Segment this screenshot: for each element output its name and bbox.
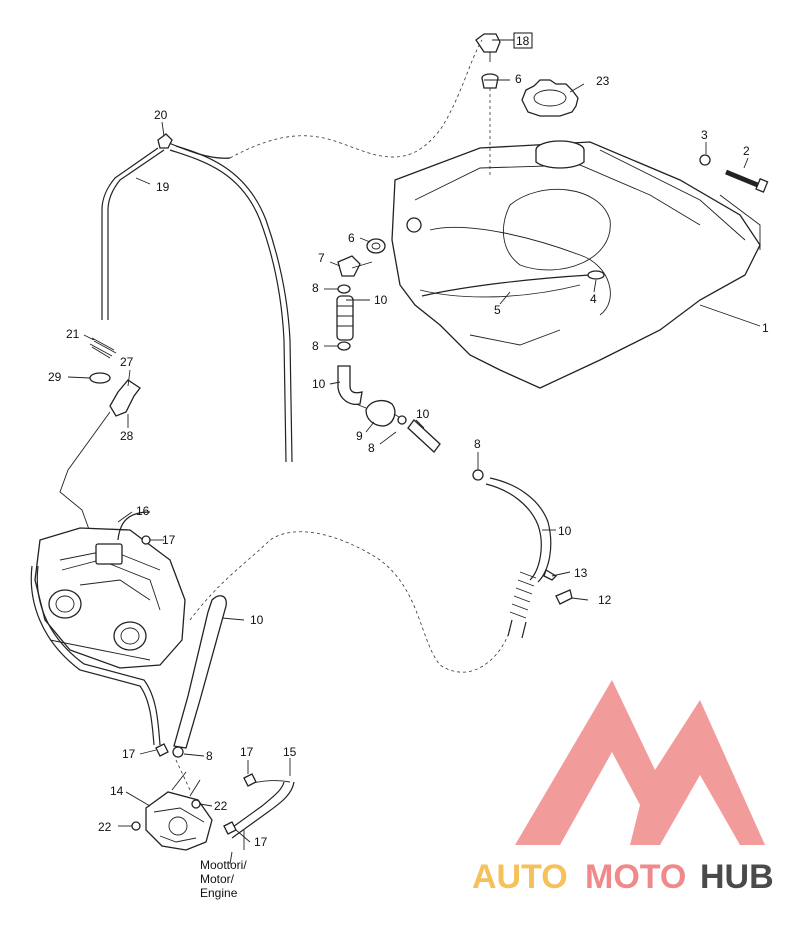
- label-6-left: 6: [348, 231, 355, 245]
- label-14: 14: [110, 784, 124, 798]
- grommet-icon: [366, 238, 386, 254]
- label-8-d: 8: [474, 437, 481, 451]
- bolt-icon: [725, 169, 769, 193]
- watermark-text: AUTO MOTO HUB: [472, 858, 774, 896]
- elbow-fitting-icon: [337, 255, 373, 277]
- label-17-b: 17: [122, 747, 136, 761]
- label-17-d: 17: [254, 835, 268, 849]
- label-17-c: 17: [240, 745, 254, 759]
- engine-note-line-1: Moottori/: [200, 858, 247, 872]
- vent-tube: [101, 139, 293, 463]
- clip-icon-17a: [141, 535, 151, 545]
- return-hose: [485, 477, 552, 639]
- fuel-hose: [336, 295, 363, 406]
- watermark-auto: AUTO: [472, 858, 568, 896]
- label-17-a: 17: [162, 533, 176, 547]
- watermark-hub: HUB: [700, 858, 774, 896]
- fuel-level-sensor-icon: [59, 372, 141, 561]
- label-28: 28: [120, 429, 134, 443]
- vent-fitting-icon: [475, 33, 501, 89]
- label-3: 3: [701, 128, 708, 142]
- label-13: 13: [574, 566, 588, 580]
- label-12: 12: [598, 593, 612, 607]
- label-5: 5: [494, 303, 501, 317]
- screw-icon: [543, 569, 558, 581]
- label-9: 9: [356, 429, 363, 443]
- hose-clamp-icon: [337, 284, 351, 351]
- engine-note-line-3: Engine: [200, 886, 238, 900]
- label-2: 2: [743, 144, 750, 158]
- engine-note-line-2: Motor/: [200, 872, 235, 886]
- fuel-pump-icon: [145, 771, 213, 851]
- label-10-c: 10: [416, 407, 430, 421]
- clip-icon: [555, 589, 573, 605]
- label-10-d: 10: [558, 524, 572, 538]
- label-22-b: 22: [98, 820, 112, 834]
- label-22-a: 22: [214, 799, 228, 813]
- label-8-e: 8: [206, 749, 213, 763]
- fuel-cap-icon: [521, 79, 579, 117]
- fuel-filter-icon: [355, 399, 407, 427]
- label-1: 1: [762, 321, 769, 335]
- clip-icons-17: [223, 773, 257, 835]
- label-18: 18: [516, 34, 530, 48]
- clamp-icons-lower: [155, 743, 184, 758]
- leader-lines: [67, 39, 761, 865]
- fuel-hose-short: [407, 419, 441, 453]
- callout-labels: 1 2 3 4 5 6 6 7 8 10 8 10 9 8 10 8 10 13…: [48, 32, 769, 849]
- label-29: 29: [48, 370, 62, 384]
- label-4: 4: [590, 292, 597, 306]
- label-8-a: 8: [312, 281, 319, 295]
- watermark-moto: MOTO: [585, 858, 686, 896]
- label-16: 16: [136, 504, 150, 518]
- label-27: 27: [120, 355, 134, 369]
- label-10-b: 10: [312, 377, 326, 391]
- label-6-top: 6: [515, 72, 522, 86]
- label-19: 19: [156, 180, 170, 194]
- nut-icon: [699, 154, 711, 166]
- fuel-tank: [391, 140, 761, 389]
- label-20: 20: [154, 108, 168, 122]
- hose-clamp-icon-right: [472, 469, 484, 481]
- spring-icon: [89, 337, 117, 359]
- label-18-box: [513, 32, 533, 49]
- label-10-a: 10: [374, 293, 388, 307]
- engine-note: Moottori/ Motor/ Engine: [200, 858, 247, 900]
- label-21: 21: [66, 327, 80, 341]
- pulse-hose: [225, 780, 295, 850]
- label-8-c: 8: [368, 441, 375, 455]
- clamp-icon: [157, 133, 173, 149]
- label-7: 7: [318, 251, 325, 265]
- label-8-b: 8: [312, 339, 319, 353]
- pump-supply-hose: [173, 595, 227, 749]
- label-10-e: 10: [250, 613, 264, 627]
- label-15: 15: [283, 745, 297, 759]
- label-23: 23: [596, 74, 610, 88]
- watermark-logo-icon: [515, 680, 765, 845]
- carburetor-assembly: [30, 511, 186, 746]
